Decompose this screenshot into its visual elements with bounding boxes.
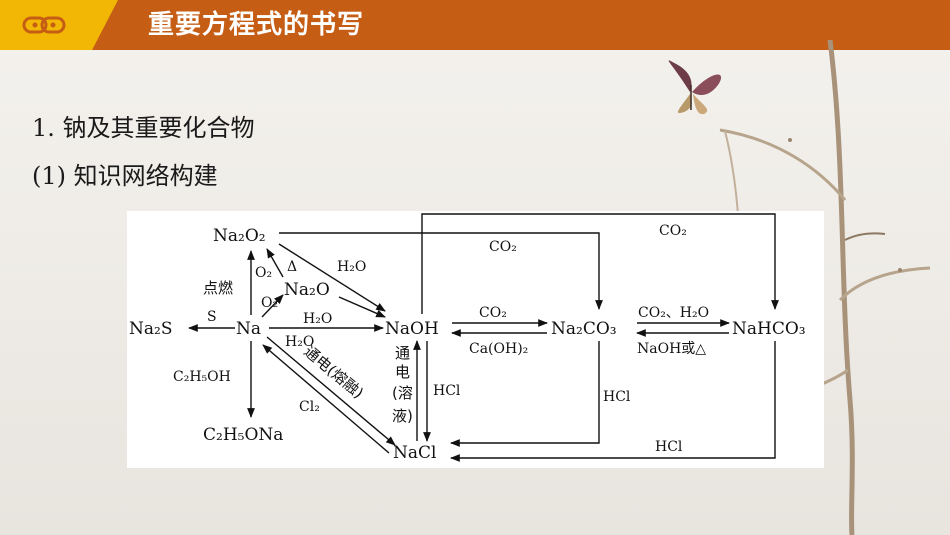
label-s: S [207,309,217,325]
label-hcl-naoh: HCl [433,383,461,399]
label-dianran: 点燃 [203,279,233,297]
chain-link-icon [22,16,66,34]
label-co2-naoh: CO₂ [479,305,507,321]
label-o2-b: O₂ [261,295,278,311]
header-bar [0,0,950,50]
node-nacl: NaCl [393,443,436,463]
label-c2h5oh: C₂H₅OH [173,369,231,385]
arrow-na2o-naoh [338,296,386,318]
page-title: 重要方程式的书写 [148,10,365,40]
node-nahco3: NaHCO₃ [732,319,806,339]
arrow-na2o2-na2co3 [279,232,603,310]
node-c2h5ona: C₂H₅ONa [203,425,283,445]
arrow-nacl-na [262,344,390,454]
section-title: 1. 钠及其重要化合物 [32,114,255,142]
label-hcl-nahco3: HCl [655,439,683,455]
label-co2-top-mid: CO₂ [489,239,517,255]
knowledge-network-diagram: Na₂O₂ Na₂O Na Na₂S NaOH Na₂CO₃ NaHCO₃ Na… [127,211,824,468]
arrow-naoh-nahco3 [421,213,779,314]
label-h2o-c: H₂O [285,334,314,350]
arrow-na-na2o [261,294,284,318]
label-caoh2: Ca(OH)₂ [469,341,528,357]
label-cl2: Cl₂ [299,399,320,415]
label-co2-top-right: CO₂ [659,223,687,239]
label-dianjie-soln-1: 通 [395,344,410,362]
label-co2-h2o: CO₂、H₂O [638,305,709,321]
label-h2o-a: H₂O [337,259,366,275]
arrow-na2o-na2o2 [266,248,284,278]
butterfly-icon [668,60,722,115]
label-dianjie-soln-2: 电 [395,363,410,381]
arrow-na2co3-nacl [450,341,600,447]
label-o2-a: O₂ [255,265,272,281]
diagram-svg: Na₂O₂ Na₂O Na Na₂S NaOH Na₂CO₃ NaHCO₃ Na… [129,213,806,463]
node-na2o: Na₂O [284,280,330,300]
node-na: Na [236,319,261,339]
arrow-na-nacl [266,336,396,446]
label-naoh-or-delta: NaOH或△ [637,341,706,357]
label-delta: Δ [287,259,297,275]
arrow-na2o2-naoh [278,243,386,312]
label-dianjie-soln-3: (溶 [392,384,413,402]
arrow-nahco3-nacl [450,341,776,462]
node-na2co3: Na₂CO₃ [551,319,617,339]
label-hcl-na2co3: HCl [603,389,631,405]
sub-title: (1) 知识网络构建 [32,162,218,190]
node-na2o2: Na₂O₂ [213,226,266,246]
node-na2s: Na₂S [129,319,172,339]
node-naoh: NaOH [385,319,439,339]
label-h2o-b: H₂O [303,311,332,327]
label-dianjie-soln-4: 液) [392,407,413,425]
